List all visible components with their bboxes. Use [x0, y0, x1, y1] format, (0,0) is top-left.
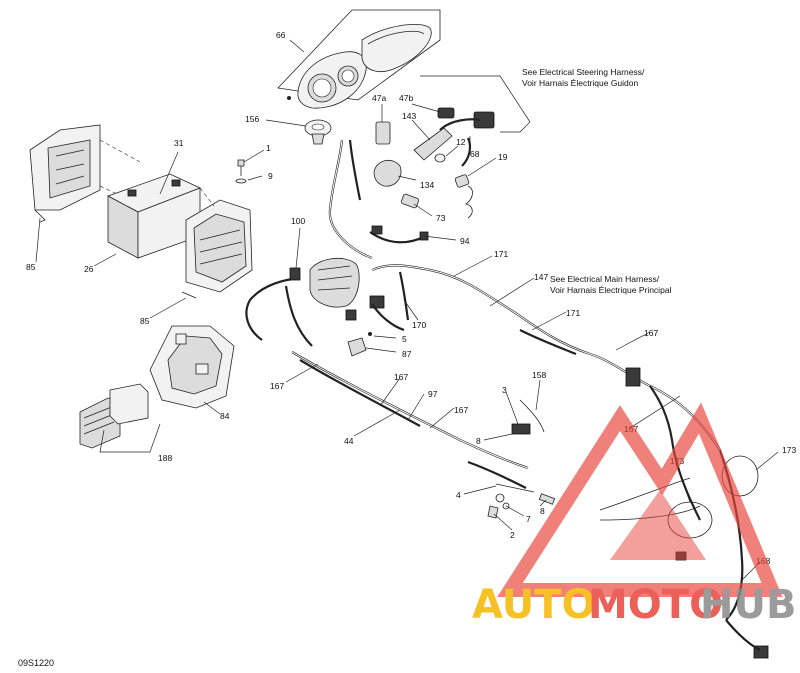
callout-100: 100 [291, 216, 305, 226]
watermark-moto: MOTO [588, 582, 723, 628]
callout-97: 97 [428, 389, 438, 399]
callout-156: 156 [245, 114, 259, 124]
main-harness-note-line1: See Electrical Main Harness/ [550, 274, 660, 284]
callout-158: 158 [532, 370, 546, 380]
diagram-code: 09S1220 [18, 658, 54, 668]
battery-bracket-left [29, 124, 101, 223]
watermark-logo: AUTO MOTO HUB [472, 402, 796, 628]
callout-85-left: 85 [26, 262, 36, 272]
callout-47a: 47a [372, 93, 386, 103]
relay-block [79, 383, 149, 449]
callout-68: 68 [470, 149, 480, 159]
battery [107, 173, 202, 259]
callout-26: 26 [84, 264, 94, 274]
steering-harness-note-line2: Voir Harnais Électrique Guidon [522, 78, 639, 88]
callout-5: 5 [402, 334, 407, 344]
callout-9: 9 [268, 171, 273, 181]
callout-8-lower: 8 [540, 506, 545, 516]
callout-134: 134 [420, 180, 434, 190]
callout-47b: 47b [399, 93, 413, 103]
callout-167-b: 167 [270, 381, 284, 391]
callout-147: 147 [534, 272, 548, 282]
battery-bracket-right [181, 199, 253, 299]
main-wiring-harness [245, 139, 769, 659]
callout-188: 188 [158, 453, 172, 463]
callout-31: 31 [174, 138, 184, 148]
watermark-hub: HUB [700, 582, 796, 628]
electrical-bracket [149, 325, 235, 409]
callout-4: 4 [456, 490, 461, 500]
callout-3: 3 [502, 385, 507, 395]
callout-85-right: 85 [140, 316, 150, 326]
callout-171-upper: 171 [494, 249, 508, 259]
key-plug [304, 119, 332, 145]
callout-8-upper: 8 [476, 436, 481, 446]
callout-167-c: 167 [394, 372, 408, 382]
callout-84: 84 [220, 411, 230, 421]
callout-66: 66 [276, 30, 286, 40]
callout-167-d: 167 [454, 405, 468, 415]
callout-171-lower: 171 [566, 308, 580, 318]
steering-harness-note-line1: See Electrical Steering Harness/ [522, 67, 645, 77]
bolt-washer [235, 159, 247, 184]
main-harness-note-line2: Voir Harnais Électrique Principal [550, 285, 672, 295]
callout-7: 7 [526, 514, 531, 524]
callout-2: 2 [510, 530, 515, 540]
steering-harness-parts [369, 107, 495, 244]
callout-94: 94 [460, 236, 470, 246]
callout-170: 170 [412, 320, 426, 330]
callout-87: 87 [402, 349, 412, 359]
callout-143: 143 [402, 111, 416, 121]
leader-lines [35, 39, 779, 581]
instrument-cluster [277, 9, 441, 109]
watermark-auto: AUTO [472, 582, 596, 628]
callout-173-right: 173 [782, 445, 796, 455]
callout-1: 1 [266, 143, 271, 153]
callout-labels: 66 47a 47b 143 156 12 68 19 1 9 31 134 7… [26, 30, 796, 566]
callout-73: 73 [436, 213, 446, 223]
callout-19: 19 [498, 152, 508, 162]
callout-44: 44 [344, 436, 354, 446]
callout-12: 12 [456, 137, 466, 147]
callout-167-a: 167 [644, 328, 658, 338]
